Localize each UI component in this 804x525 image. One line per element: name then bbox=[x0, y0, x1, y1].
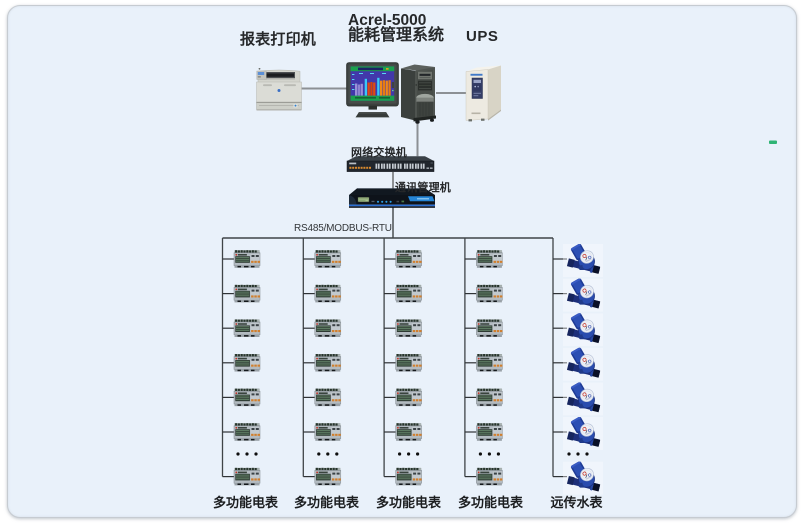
meter-column bbox=[302, 238, 342, 486]
electric-meter bbox=[395, 423, 423, 441]
electric-meter bbox=[314, 423, 342, 441]
electric-meter bbox=[475, 250, 503, 268]
printer-label: 报表打印机 bbox=[240, 31, 317, 48]
electric-meter bbox=[314, 467, 342, 486]
electric-meter bbox=[314, 250, 342, 268]
electric-meter bbox=[233, 319, 261, 338]
bus-protocol-label: RS485/MODBUS-RTU bbox=[294, 223, 392, 234]
column-ellipsis-dot bbox=[576, 452, 580, 456]
electric-meter bbox=[475, 388, 503, 407]
column-ellipsis-dot bbox=[317, 452, 321, 456]
water-meter bbox=[562, 313, 604, 347]
meter-column bbox=[552, 238, 604, 496]
electric-meter bbox=[314, 319, 342, 338]
column-ellipsis-dot bbox=[335, 452, 339, 456]
electric-meter bbox=[233, 388, 261, 407]
workstation-monitor-image bbox=[346, 62, 399, 118]
column-ellipsis-dot bbox=[496, 452, 500, 456]
electric-meter bbox=[314, 353, 342, 372]
electric-meter bbox=[233, 284, 261, 303]
column-ellipsis-dot bbox=[326, 452, 330, 456]
electric-meter bbox=[233, 250, 261, 268]
water-meter bbox=[562, 278, 604, 313]
system-title-line1: Acrel-5000 bbox=[348, 12, 427, 29]
water-meter bbox=[562, 461, 604, 496]
meter-column bbox=[221, 238, 261, 486]
water-meter bbox=[562, 417, 604, 451]
electric-meter bbox=[395, 250, 423, 268]
column-ellipsis-dot bbox=[585, 452, 589, 456]
column-ellipsis-dot bbox=[478, 452, 482, 456]
electric-meter bbox=[395, 388, 423, 407]
meter-column-label-5: 远传水表 bbox=[550, 495, 603, 510]
network-switch-label: 网络交换机 bbox=[351, 147, 407, 159]
electric-meter bbox=[475, 353, 503, 372]
electric-meter bbox=[475, 467, 503, 486]
green-dash-mark bbox=[769, 140, 777, 144]
water-meter bbox=[562, 244, 604, 278]
meter-column bbox=[383, 238, 423, 486]
electric-meter bbox=[475, 284, 503, 303]
electric-meter bbox=[233, 353, 261, 372]
electric-meter bbox=[395, 284, 423, 303]
meter-columns bbox=[221, 238, 604, 496]
column-ellipsis-dot bbox=[398, 452, 402, 456]
meter-column bbox=[464, 238, 503, 486]
system-title: Acrel-5000 能耗管理系统 bbox=[348, 12, 445, 44]
ups-tower-image bbox=[465, 65, 502, 122]
meter-column-label-3: 多功能电表 bbox=[375, 495, 441, 510]
ups-label: UPS bbox=[466, 28, 499, 45]
gateway-label: 通讯管理机 bbox=[395, 182, 451, 194]
electric-meter bbox=[233, 423, 261, 441]
electric-meter bbox=[314, 284, 342, 303]
electric-meter bbox=[395, 319, 423, 338]
server-tower-image bbox=[400, 64, 437, 124]
column-ellipsis-dot bbox=[487, 452, 491, 456]
column-ellipsis-dot bbox=[407, 452, 411, 456]
water-meter bbox=[562, 347, 604, 382]
electric-meter bbox=[314, 388, 342, 407]
meter-column-label-2: 多功能电表 bbox=[293, 495, 359, 510]
water-meter bbox=[562, 382, 604, 416]
electric-meter bbox=[475, 319, 503, 338]
column-ellipsis-dot bbox=[254, 452, 258, 456]
electric-meter bbox=[395, 467, 423, 486]
electric-meter bbox=[233, 467, 261, 486]
printer-image bbox=[256, 68, 302, 111]
system-title-line2: 能耗管理系统 bbox=[348, 27, 445, 44]
meter-column-label-4: 多功能电表 bbox=[457, 495, 523, 510]
electric-meter bbox=[475, 423, 503, 441]
electric-meter bbox=[395, 353, 423, 372]
column-ellipsis-dot bbox=[567, 452, 571, 456]
meter-column-label-1: 多功能电表 bbox=[212, 495, 278, 510]
column-ellipsis-dot bbox=[245, 452, 249, 456]
column-ellipsis-dot bbox=[236, 452, 240, 456]
column-ellipsis-dot bbox=[416, 452, 420, 456]
